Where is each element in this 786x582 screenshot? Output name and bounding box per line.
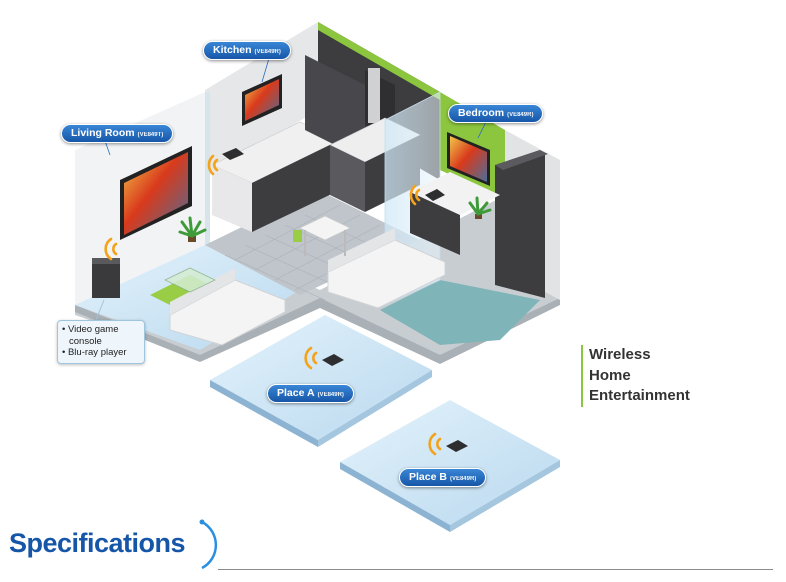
place-a-platform: [210, 315, 432, 440]
place-a-signal-icon: [304, 346, 318, 370]
caption-line: Home: [589, 366, 631, 384]
place-b-label-text: Place B: [409, 471, 447, 483]
source-device-item: Video game console: [62, 324, 140, 347]
range-hood: [368, 68, 380, 123]
source-devices-list: Video game console Blu-ray player: [62, 324, 140, 359]
source-devices-callout: Video game console Blu-ray player: [57, 320, 145, 364]
kitchen-floor: [205, 190, 420, 295]
kitchen-cabinets-lower: [252, 140, 340, 232]
bedroom-floor: [380, 280, 540, 345]
place-b-model: (VE849R): [449, 476, 477, 482]
place-a-label: Place A (VE849R): [267, 384, 354, 403]
kitchen-label: Kitchen (VE849R): [203, 41, 291, 60]
living-room-label-text: Living Room: [71, 127, 135, 139]
kitchen-wall-green-trim: [318, 22, 440, 100]
place-a-label-text: Place A: [277, 387, 315, 399]
specs-swoosh-arc: [201, 520, 218, 570]
bedroom-receiver-icon: [425, 189, 445, 201]
bedroom-wardrobe: [495, 150, 545, 298]
wireless-signal-icon: [207, 154, 219, 176]
caption-line: Wireless: [589, 346, 651, 363]
caption-line: Entertainment: [589, 387, 690, 404]
place-b-signal-icon: [428, 432, 442, 456]
bedroom-label-text: Bedroom: [458, 107, 505, 119]
dining-table: [299, 215, 351, 241]
living-room-label: Living Room (VE849T): [61, 124, 174, 143]
source-device-item: Blu-ray player: [62, 347, 140, 359]
section-title: Specifications: [9, 528, 186, 558]
living-room-signal-icon: [104, 237, 118, 261]
receiver-icon: [222, 148, 244, 160]
notes-pointer: [95, 299, 105, 321]
place-b-label: Place B (VE849R): [399, 468, 487, 487]
bedroom-signal-icon: [409, 184, 421, 206]
section-divider: [218, 569, 773, 570]
bedroom-label: Bedroom (VE849R): [448, 104, 544, 123]
coffee-table: [164, 267, 216, 293]
plant-icon: [178, 216, 207, 242]
bedroom-model: (VE849R): [507, 112, 534, 118]
bedroom-plant-icon: [468, 196, 492, 219]
game-console: [92, 258, 120, 298]
living-room-model: (VE849T): [137, 132, 164, 138]
dining-chair: [293, 230, 302, 242]
living-room-tv-screen: [124, 152, 188, 235]
kitchen-label-text: Kitchen: [213, 44, 252, 56]
kitchen-model: (VE849R): [254, 49, 281, 55]
place-b-receiver-icon: [446, 440, 468, 452]
living-room-glass-wall: [205, 92, 210, 250]
place-a-model: (VE849R): [317, 392, 344, 398]
kitchen-tall-cabinets: [305, 55, 365, 160]
caption: Wireless Home Entertainment: [581, 345, 690, 407]
place-b-platform: [340, 400, 560, 525]
place-a-receiver-icon: [322, 354, 344, 366]
